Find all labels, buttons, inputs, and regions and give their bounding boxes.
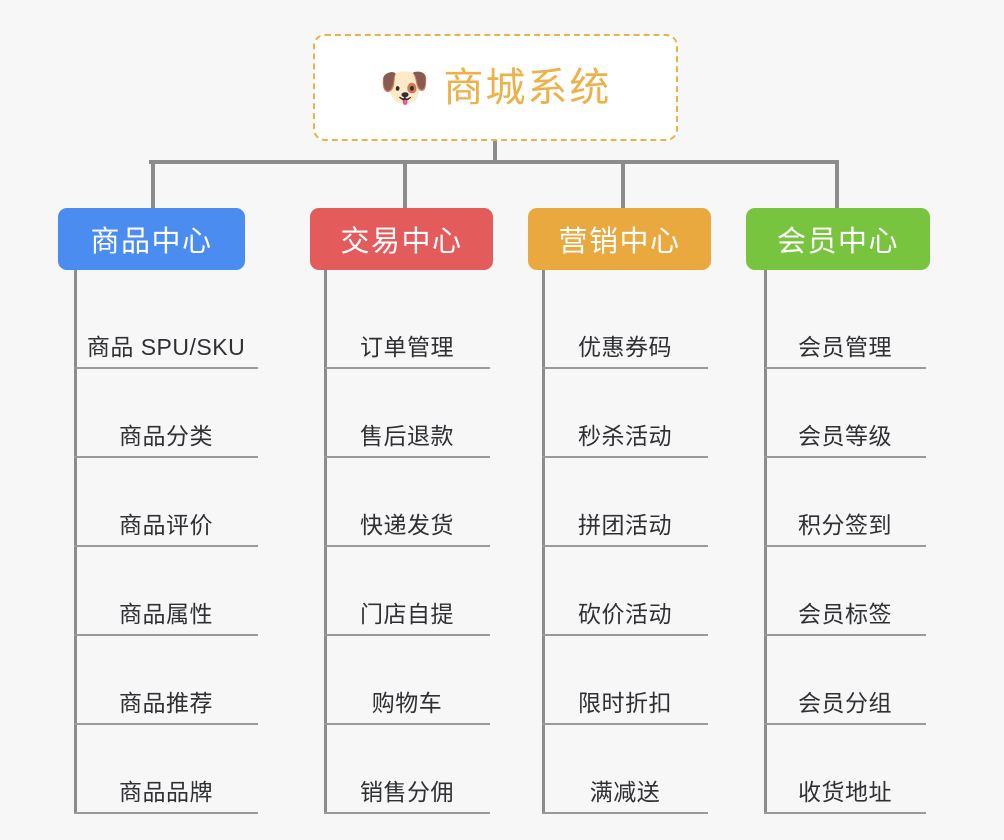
root-node[interactable]: 🐶 商城系统: [313, 34, 678, 141]
leaf-item[interactable]: 会员分组: [764, 636, 926, 725]
leaf-item-label: 商品品牌: [119, 778, 213, 805]
branch-header-marketing-center[interactable]: 营销中心: [528, 208, 711, 270]
branch-header-label: 商品中心: [90, 226, 213, 258]
leaf-list-trade-center: 订单管理售后退款快递发货门店自提购物车销售分佣: [310, 270, 490, 814]
leaf-item[interactable]: 商品品牌: [74, 725, 258, 814]
leaf-item[interactable]: 砍价活动: [542, 547, 708, 636]
branch-header-label: 会员中心: [776, 226, 899, 258]
connector-drop-3: [621, 160, 625, 208]
leaf-item[interactable]: 销售分佣: [324, 725, 490, 814]
leaf-item-label: 满减送: [589, 778, 661, 805]
leaf-item-label: 积分签到: [798, 511, 892, 538]
leaf-item-label: 会员标签: [798, 600, 892, 627]
connector-horizontal-bus: [149, 160, 837, 164]
leaf-item-label: 快递发货: [360, 511, 454, 538]
leaf-item[interactable]: 订单管理: [324, 280, 490, 369]
branch-header-member-center[interactable]: 会员中心: [746, 208, 930, 270]
leaf-item[interactable]: 商品评价: [74, 458, 258, 547]
leaf-item[interactable]: 满减送: [542, 725, 708, 814]
leaf-item[interactable]: 拼团活动: [542, 458, 708, 547]
leaf-trunk-member-center: [764, 270, 767, 814]
leaf-item-label: 限时折扣: [578, 689, 672, 716]
leaf-item[interactable]: 快递发货: [324, 458, 490, 547]
leaf-item[interactable]: 售后退款: [324, 369, 490, 458]
leaf-item[interactable]: 会员等级: [764, 369, 926, 458]
leaf-item-label: 商品 SPU/SKU: [86, 333, 246, 360]
leaf-item-label: 砍价活动: [578, 600, 672, 627]
leaf-item-label: 商品评价: [119, 511, 213, 538]
leaf-list-product-center: 商品 SPU/SKU 商品分类商品评价商品属性商品推荐商品品牌: [58, 270, 258, 814]
leaf-item[interactable]: 会员管理: [764, 280, 926, 369]
leaf-item-label: 销售分佣: [360, 778, 454, 805]
branch-header-product-center[interactable]: 商品中心: [58, 208, 245, 270]
leaf-item[interactable]: 积分签到: [764, 458, 926, 547]
leaf-item[interactable]: 商品属性: [74, 547, 258, 636]
branch-header-label: 营销中心: [558, 226, 681, 258]
connector-root-stem: [493, 141, 497, 163]
leaf-item-label: 商品推荐: [119, 689, 213, 716]
leaf-item-label: 门店自提: [360, 600, 454, 627]
leaf-trunk-product-center: [74, 270, 77, 814]
leaf-item[interactable]: 收货地址: [764, 725, 926, 814]
leaf-item-label: 订单管理: [360, 333, 454, 360]
branch-header-label: 交易中心: [340, 226, 463, 258]
leaf-item[interactable]: 购物车: [324, 636, 490, 725]
leaf-item[interactable]: 优惠券码: [542, 280, 708, 369]
root-title: 商城系统: [443, 65, 612, 110]
branch-marketing-center: 营销中心优惠券码秒杀活动拼团活动砍价活动限时折扣满减送: [528, 208, 711, 814]
connector-drop-4: [835, 160, 839, 208]
branch-member-center: 会员中心会员管理会员等级积分签到会员标签会员分组收货地址: [746, 208, 930, 814]
branch-trade-center: 交易中心订单管理售后退款快递发货门店自提购物车销售分佣: [310, 208, 493, 814]
leaf-list-member-center: 会员管理会员等级积分签到会员标签会员分组收货地址: [746, 270, 926, 814]
leaf-item-label: 会员分组: [798, 689, 892, 716]
leaf-item-label: 会员等级: [798, 422, 892, 449]
leaf-item-label: 优惠券码: [578, 333, 672, 360]
leaf-item-label: 售后退款: [360, 422, 454, 449]
dog-face-icon: 🐶: [379, 65, 430, 110]
leaf-trunk-marketing-center: [542, 270, 545, 814]
leaf-item-label: 收货地址: [798, 778, 892, 805]
leaf-item-label: 购物车: [371, 689, 443, 716]
leaf-item[interactable]: 限时折扣: [542, 636, 708, 725]
leaf-item[interactable]: 商品推荐: [74, 636, 258, 725]
leaf-item-label: 拼团活动: [578, 511, 672, 538]
leaf-item-label: 商品分类: [119, 422, 213, 449]
leaf-item[interactable]: 门店自提: [324, 547, 490, 636]
leaf-trunk-trade-center: [324, 270, 327, 814]
leaf-item[interactable]: 秒杀活动: [542, 369, 708, 458]
leaf-item-label: 商品属性: [119, 600, 213, 627]
leaf-item[interactable]: 商品分类: [74, 369, 258, 458]
connector-drop-2: [403, 160, 407, 208]
branch-header-trade-center[interactable]: 交易中心: [310, 208, 493, 270]
leaf-item-label: 秒杀活动: [578, 422, 672, 449]
leaf-item-label: 会员管理: [798, 333, 892, 360]
leaf-item[interactable]: 会员标签: [764, 547, 926, 636]
leaf-list-marketing-center: 优惠券码秒杀活动拼团活动砍价活动限时折扣满减送: [528, 270, 708, 814]
leaf-item[interactable]: 商品 SPU/SKU: [74, 280, 258, 369]
connector-drop-1: [151, 160, 155, 208]
branch-product-center: 商品中心商品 SPU/SKU 商品分类商品评价商品属性商品推荐商品品牌: [58, 208, 258, 814]
